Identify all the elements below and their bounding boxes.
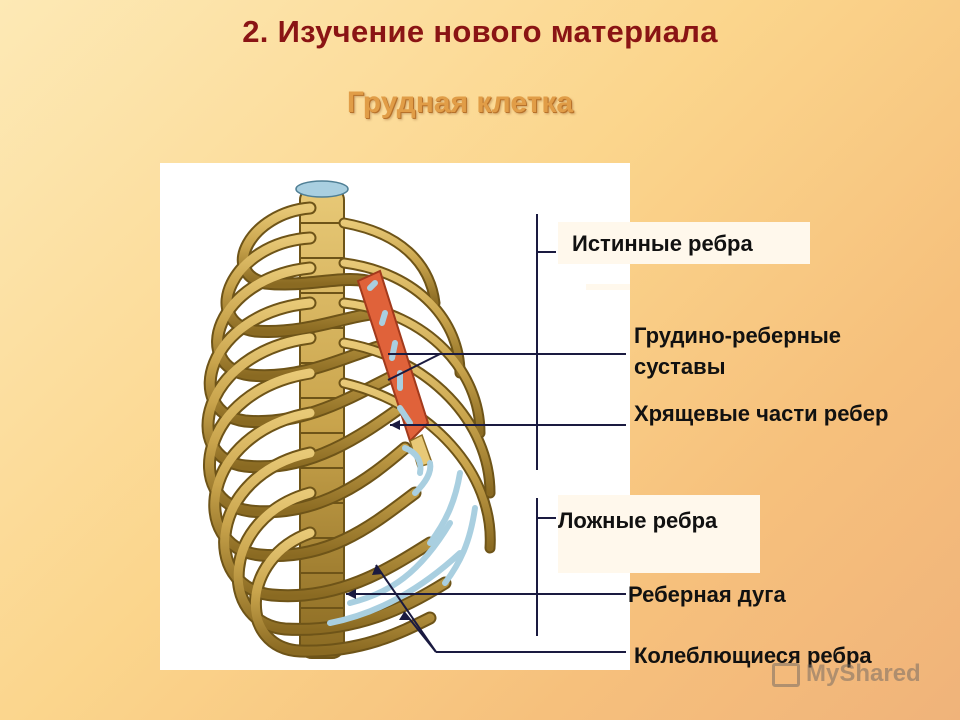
label-sternocostal-joints: Грудино-реберные суставы [634, 323, 841, 379]
page-title: 2. Изучение нового материала [242, 14, 718, 49]
label-true-ribs-underline [586, 284, 630, 290]
label-false-ribs [558, 495, 760, 573]
page-subtitle: Грудная клетка [346, 86, 574, 119]
watermark: MyShared [772, 660, 921, 688]
label-false-ribs-text: Ложные ребра [558, 508, 718, 533]
label-floating-ribs: Колеблющиеся ребра [634, 643, 872, 668]
watermark-text: MyShared [806, 660, 921, 687]
presentation-board-icon [772, 662, 800, 687]
label-cartilage-parts: Хрящевые части ребер [634, 401, 889, 426]
label-costal-arch: Реберная дуга [628, 582, 786, 607]
label-true-ribs: Истинные ребра [558, 222, 810, 264]
